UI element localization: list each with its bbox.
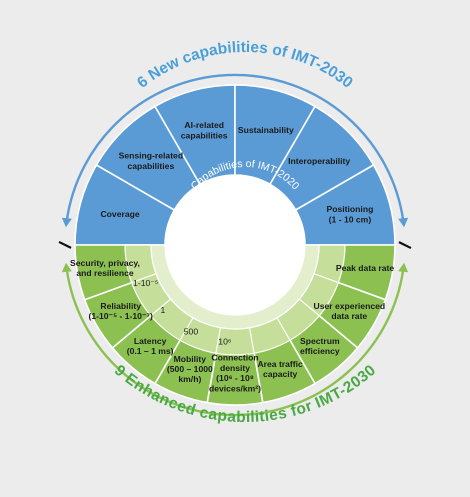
ring-divider	[313, 273, 339, 284]
enhanced-capability-peak-data-rate-label: Peak data rate	[336, 263, 395, 273]
ring-divider	[248, 327, 255, 354]
new-arc-arrow-right	[398, 217, 409, 228]
split-marker-left	[58, 240, 72, 249]
new-capability-coverage-label: Coverage	[100, 209, 139, 219]
enhanced-capability-latency-label: Latency(0.1 – 1 ms)	[127, 336, 174, 356]
imt-2020-inner-ring	[150, 244, 320, 330]
imt-2020-value-1: 1-10⁻⁵	[133, 278, 159, 288]
ring-divider	[298, 298, 320, 317]
ring-divider	[215, 327, 222, 354]
imt-2020-value-3: 500	[184, 326, 199, 336]
enhanced-capabilities-arc	[65, 268, 405, 417]
new-capability-interoperability-label: Interoperability	[288, 156, 350, 166]
center-disk	[165, 175, 305, 315]
enhanced-arc-arrow-left	[61, 262, 72, 273]
ring-divider	[276, 317, 291, 341]
new-capability-positioning-label: Positioning(1 - 10 cm)	[327, 204, 374, 225]
ring-divider	[179, 317, 194, 341]
ring-divider	[150, 298, 172, 317]
split-marker-right	[398, 241, 412, 250]
enhanced-capability-security-privacy-label: Security, privacy,and resilience	[70, 258, 140, 278]
imt-2020-value-4: 10⁶	[218, 336, 232, 346]
ring-divider	[131, 273, 157, 284]
imt-2020-value-2: 1	[161, 305, 166, 315]
enhanced-capability-reliability-label: Reliability(1-10⁻⁵ - 1-10⁻⁷)	[88, 301, 153, 321]
new-capability-sustainability-label: Sustainability	[238, 125, 294, 135]
enhanced-arc-arrow-right	[398, 262, 409, 273]
new-capabilities-arc	[65, 73, 405, 222]
new-arc-arrow-left	[61, 217, 72, 228]
